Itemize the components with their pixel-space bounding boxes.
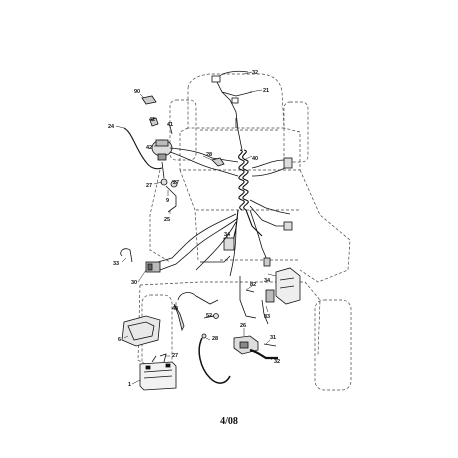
lower-components xyxy=(121,315,278,391)
callout-24: 24 xyxy=(108,124,115,130)
callout-42-lower: 42 xyxy=(146,145,152,151)
callout-26: 26 xyxy=(240,323,246,329)
callout-27-lower: 27 xyxy=(172,353,178,359)
callout-6: 6 xyxy=(118,337,121,343)
ignition-switch-assembly xyxy=(123,95,239,213)
callout-34-lower: 34 xyxy=(264,278,271,284)
callout-25: 25 xyxy=(164,217,170,223)
callout-28-upper: 28 xyxy=(206,152,212,158)
callout-27-right: 27 xyxy=(173,180,179,186)
page-reference: 4/08 xyxy=(220,416,238,427)
tractor-outline xyxy=(137,73,352,391)
callout-28-lower: 28 xyxy=(212,336,218,342)
callout-90: 90 xyxy=(134,89,140,95)
callout-41: 41 xyxy=(167,122,173,128)
callout-1: 1 xyxy=(128,382,131,388)
callout-82: 82 xyxy=(250,282,256,288)
callout-42-upper: 42 xyxy=(149,117,155,123)
callout-9: 9 xyxy=(166,198,169,204)
callout-32-lower: 32 xyxy=(274,359,280,365)
callout-34-upper: 34 xyxy=(224,232,231,238)
left-harness-branches xyxy=(120,213,269,332)
callout-31: 31 xyxy=(270,335,276,341)
callout-30: 30 xyxy=(131,280,137,286)
callout-48: 48 xyxy=(172,306,178,312)
callout-52: 52 xyxy=(206,313,212,319)
callout-32-top: 32 xyxy=(252,70,258,76)
leader-lines xyxy=(115,71,277,385)
callout-83: 83 xyxy=(264,314,270,320)
callout-33: 33 xyxy=(113,261,119,267)
callout-40: 40 xyxy=(252,156,258,162)
top-harness xyxy=(211,70,253,151)
callout-labels: 32 21 90 42 41 24 42 28 40 27 27 9 25 34… xyxy=(108,70,280,388)
callout-27-left: 27 xyxy=(146,183,152,189)
right-components xyxy=(211,157,301,305)
callout-21: 21 xyxy=(263,88,269,94)
